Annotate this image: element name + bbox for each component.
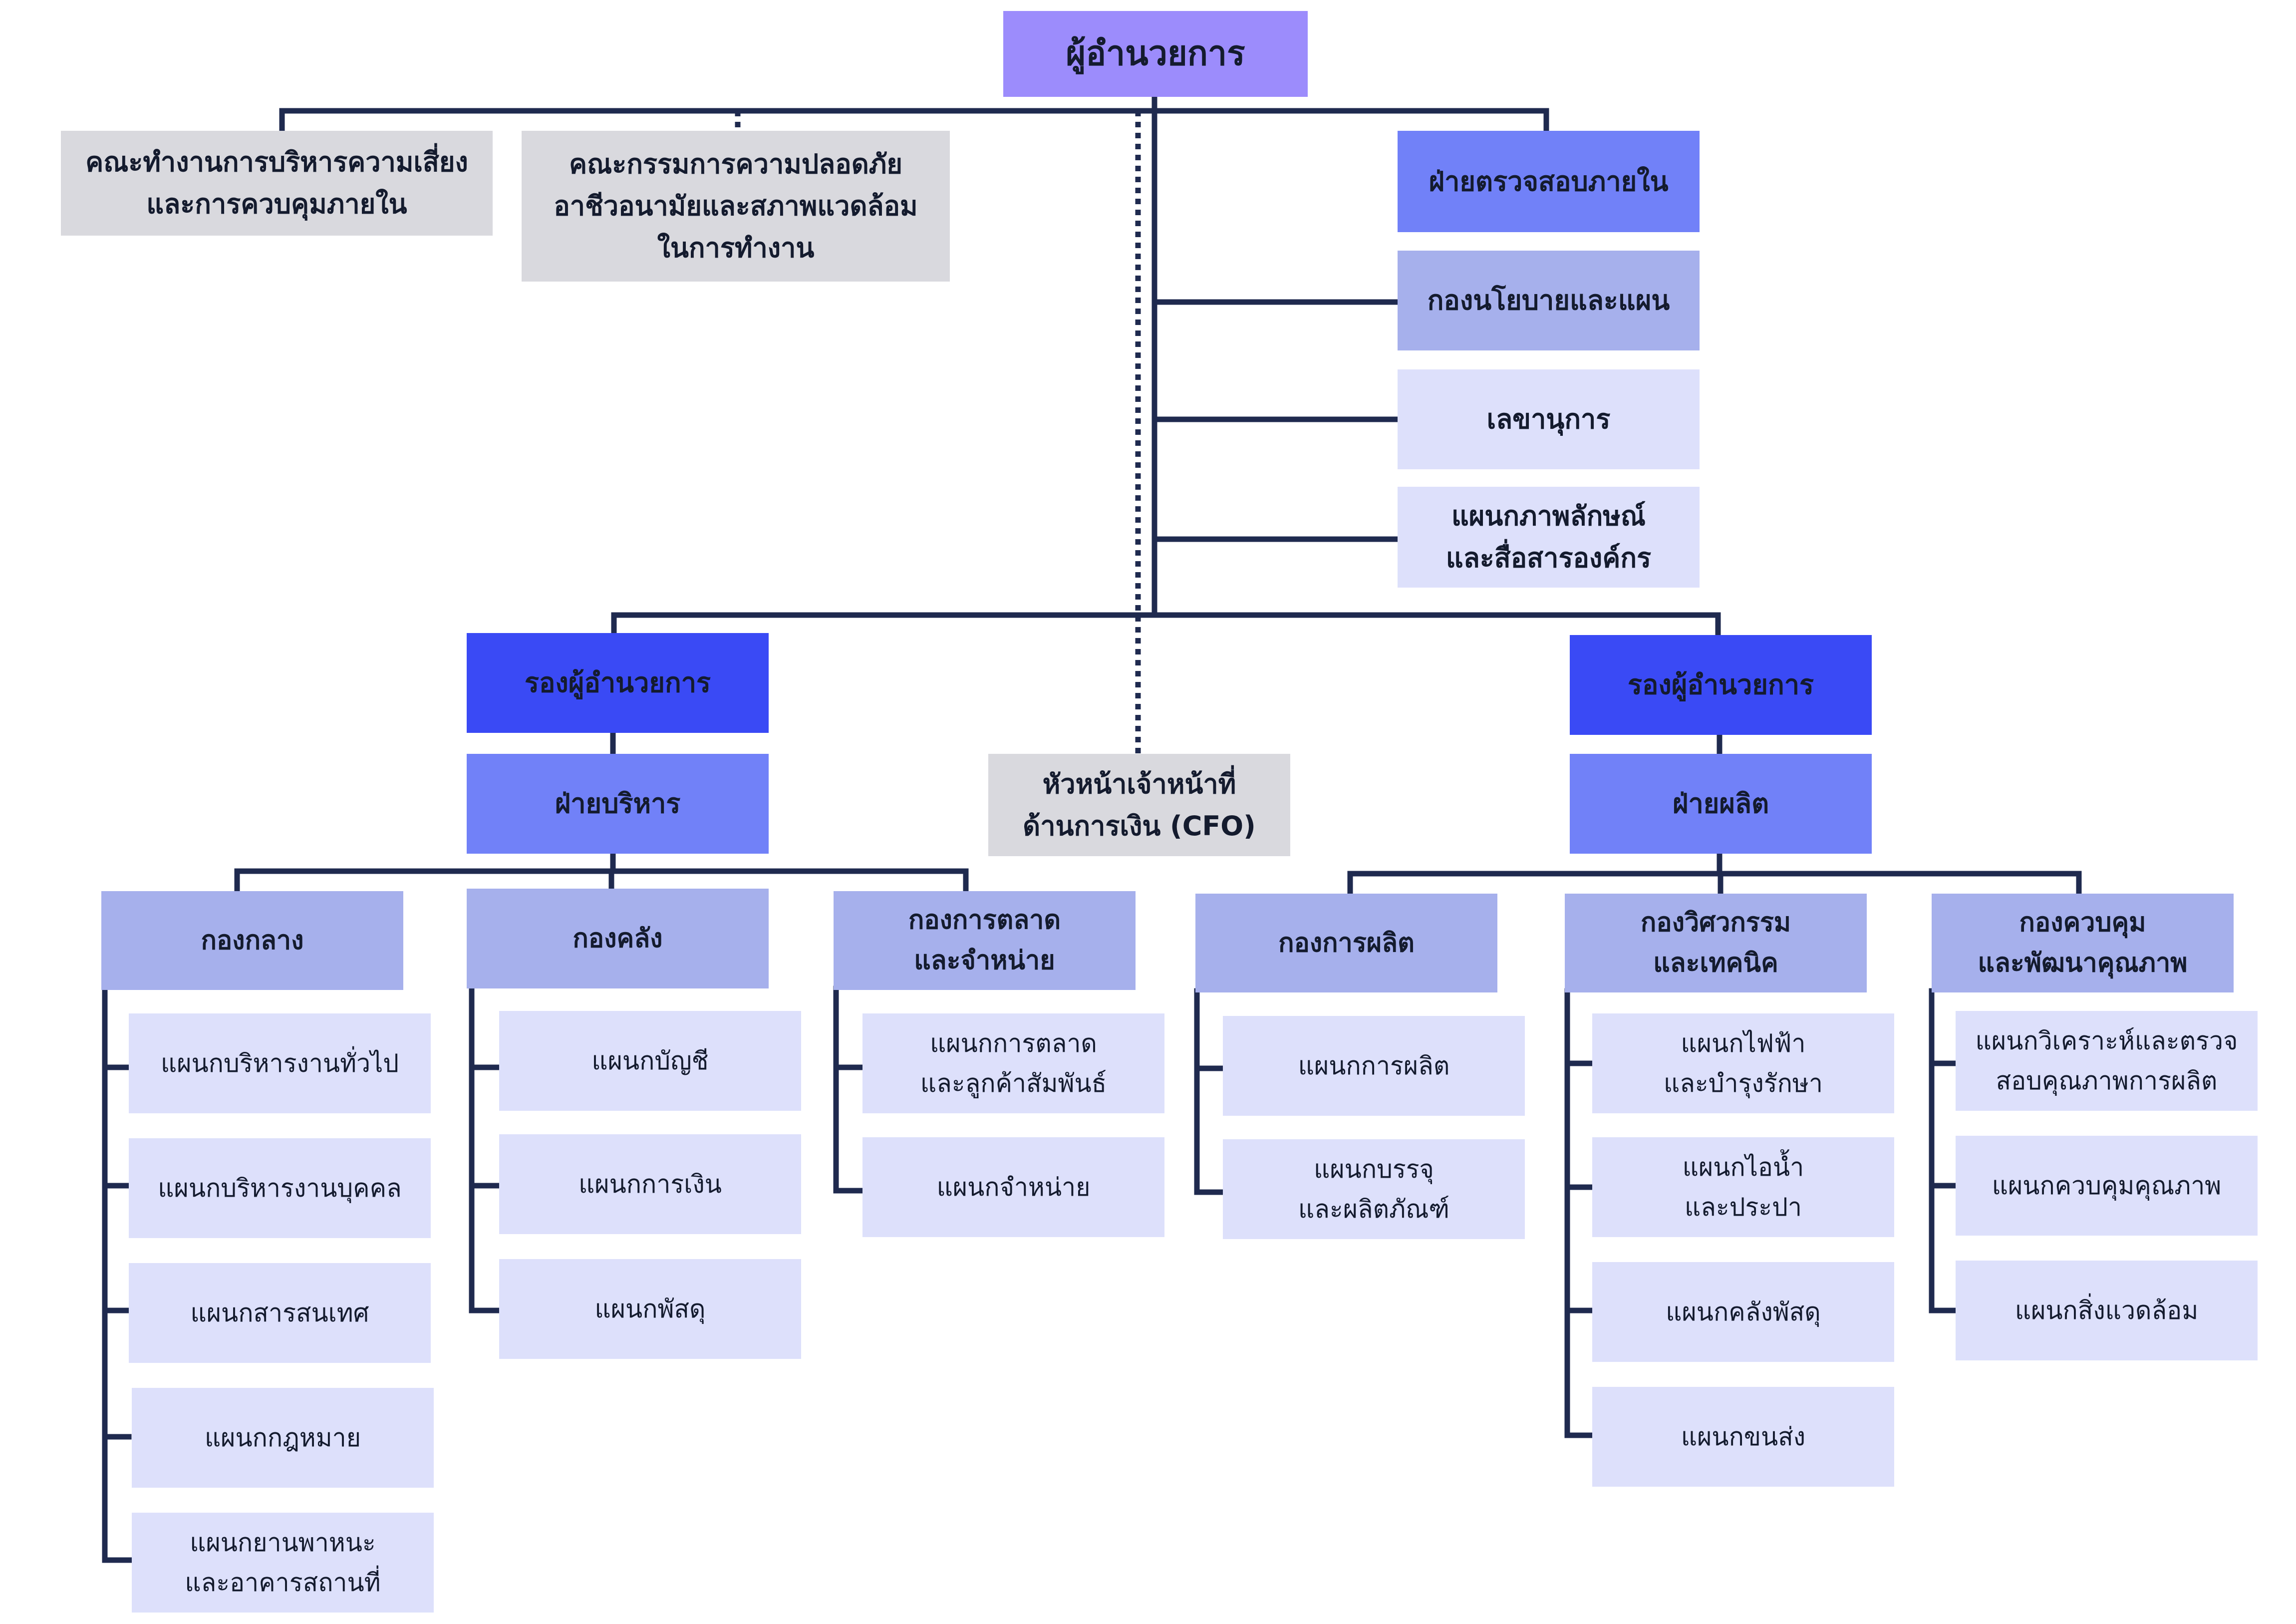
section-distribution-label: แผนกจำหน่าย bbox=[936, 1173, 1091, 1202]
section-personnel-label: แผนกบริหารงานบุคคล bbox=[158, 1174, 402, 1203]
division-marketing: กองการตลาด และจำหน่าย bbox=[834, 891, 1136, 990]
admin-department-label: ฝ่ายบริหาร bbox=[555, 788, 681, 820]
section-finance: แผนกการเงิน bbox=[499, 1134, 801, 1234]
section-legal: แผนกกฎหมาย bbox=[132, 1388, 434, 1488]
corporate-image-line-1: แผนกภาพลักษณ์ bbox=[1451, 500, 1646, 532]
policy-plan-label: กองนโยบายและแผน bbox=[1427, 285, 1670, 317]
division-marketing-line-1: กองการตลาด bbox=[908, 905, 1061, 936]
section-supplies-label: แผนกพัสดุ bbox=[594, 1295, 706, 1323]
right-deputy-director-box: รองผู้อำนวยการ bbox=[1570, 635, 1872, 735]
section-vehicles-line-1: แผนกยานพาหนะ bbox=[190, 1528, 376, 1557]
division-engineering-line-1: กองวิศวกรรม bbox=[1640, 908, 1791, 938]
section-quality-control-label: แผนกควบคุมคุณภาพ bbox=[1992, 1171, 2222, 1200]
section-quality-control: แผนกควบคุมคุณภาพ bbox=[1956, 1136, 2258, 1236]
director-title: ผู้อำนวยการ bbox=[1066, 33, 1245, 73]
section-production-label: แผนกการผลิต bbox=[1298, 1051, 1450, 1080]
section-marketing-crm-line-2: และลูกค้าสัมพันธ์ bbox=[920, 1069, 1107, 1098]
section-general-admin-label: แผนกบริหารงานทั่วไป bbox=[160, 1049, 399, 1078]
section-vehicles-buildings: แผนกยานพาหนะ และอาคารสถานที่ bbox=[132, 1513, 434, 1613]
section-supplies: แผนกพัสดุ bbox=[499, 1259, 801, 1359]
secretary-label: เลขานุการ bbox=[1486, 403, 1611, 435]
section-packaging: แผนกบรรจุ และผลิตภัณฑ์ bbox=[1223, 1139, 1525, 1239]
risk-committee-line-2: และการควบคุมภายใน bbox=[146, 188, 407, 220]
division-quality-line-1: กองควบคุม bbox=[2019, 908, 2146, 938]
left-deputy-director-label: รองผู้อำนวยการ bbox=[524, 667, 711, 699]
risk-committee-box: คณะทำงานการบริหารความเสี่ยง และการควบคุม… bbox=[61, 131, 493, 236]
left-deputy-director-box: รองผู้อำนวยการ bbox=[467, 633, 769, 733]
section-steam-water: แผนกไอน้ำ และประปา bbox=[1592, 1137, 1894, 1237]
section-steam-water-line-2: และประปา bbox=[1684, 1193, 1802, 1222]
section-finance-label: แผนกการเงิน bbox=[578, 1170, 722, 1199]
section-transport: แผนกขนส่ง bbox=[1592, 1387, 1894, 1487]
section-information-label: แผนกสารสนเทศ bbox=[190, 1299, 369, 1327]
section-quality-analysis: แผนกวิเคราะห์และตรวจ สอบคุณภาพการผลิต bbox=[1956, 1011, 2258, 1111]
section-transport-label: แผนกขนส่ง bbox=[1681, 1422, 1806, 1451]
policy-plan-box: กองนโยบายและแผน bbox=[1398, 251, 1700, 350]
division-production-label: กองการผลิต bbox=[1278, 928, 1415, 958]
section-legal-label: แผนกกฎหมาย bbox=[204, 1423, 361, 1452]
division-engineering: กองวิศวกรรม และเทคนิค bbox=[1565, 894, 1867, 992]
internal-audit-label: ฝ่ายตรวจสอบภายใน bbox=[1429, 165, 1669, 197]
section-accounting-label: แผนกบัญชี bbox=[591, 1046, 709, 1075]
section-steam-water-line-1: แผนกไอน้ำ bbox=[1682, 1153, 1804, 1182]
section-electrical-line-1: แผนกไฟฟ้า bbox=[1681, 1029, 1806, 1058]
section-quality-analysis-line-1: แผนกวิเคราะห์และตรวจ bbox=[1975, 1026, 2238, 1055]
division-production: กองการผลิต bbox=[1195, 894, 1497, 992]
section-electrical: แผนกไฟฟ้า และบำรุงรักษา bbox=[1592, 1013, 1894, 1113]
division-quality: กองควบคุม และพัฒนาคุณภาพ bbox=[1932, 894, 2234, 992]
division-finance: กองคลัง bbox=[467, 889, 769, 988]
section-marketing-crm-line-1: แผนกการตลาด bbox=[930, 1029, 1097, 1058]
corporate-image-box: แผนกภาพลักษณ์ และสื่อสารองค์กร bbox=[1398, 487, 1700, 588]
section-production: แผนกการผลิต bbox=[1223, 1016, 1525, 1116]
section-packaging-line-2: และผลิตภัณฑ์ bbox=[1298, 1195, 1449, 1224]
cfo-line-1: หัวหน้าเจ้าหน้าที่ bbox=[1042, 768, 1236, 800]
section-accounting: แผนกบัญชี bbox=[499, 1011, 801, 1111]
risk-committee-line-1: คณะทำงานการบริหารความเสี่ยง bbox=[85, 146, 468, 178]
section-general-admin: แผนกบริหารงานทั่วไป bbox=[129, 1013, 431, 1113]
division-general-affairs: กองกลาง bbox=[101, 891, 403, 990]
section-environment: แผนกสิ่งแวดล้อม bbox=[1956, 1261, 2258, 1360]
division-engineering-line-2: และเทคนิค bbox=[1653, 948, 1778, 978]
right-deputy-director-label: รองผู้อำนวยการ bbox=[1627, 669, 1814, 701]
production-department-label: ฝ่ายผลิต bbox=[1672, 788, 1769, 820]
division-finance-label: กองคลัง bbox=[573, 923, 663, 954]
internal-audit-box: ฝ่ายตรวจสอบภายใน bbox=[1398, 131, 1700, 232]
production-department-box: ฝ่ายผลิต bbox=[1570, 754, 1872, 854]
section-warehouse-label: แผนกคลังพัสดุ bbox=[1666, 1298, 1821, 1326]
section-warehouse: แผนกคลังพัสดุ bbox=[1592, 1262, 1894, 1362]
section-vehicles-line-2: และอาคารสถานที่ bbox=[185, 1568, 381, 1597]
safety-committee-line-2: อาชีวอนามัยและสภาพแวดล้อม bbox=[554, 190, 918, 222]
cfo-line-2: ด้านการเงิน (CFO) bbox=[1023, 810, 1256, 842]
admin-department-box: ฝ่ายบริหาร bbox=[467, 754, 769, 854]
section-packaging-line-1: แผนกบรรจุ bbox=[1314, 1155, 1434, 1184]
safety-committee-box: คณะกรรมการความปลอดภัย อาชีวอนามัยและสภาพ… bbox=[522, 131, 950, 282]
cfo-box: หัวหน้าเจ้าหน้าที่ ด้านการเงิน (CFO) bbox=[988, 754, 1290, 856]
section-quality-analysis-line-2: สอบคุณภาพการผลิต bbox=[1996, 1066, 2218, 1095]
corporate-image-line-2: และสื่อสารองค์กร bbox=[1445, 542, 1652, 574]
section-marketing-crm: แผนกการตลาด และลูกค้าสัมพันธ์ bbox=[862, 1013, 1164, 1113]
section-personnel: แผนกบริหารงานบุคคล bbox=[129, 1138, 431, 1238]
safety-committee-line-3: ในการทำงาน bbox=[657, 232, 815, 264]
division-marketing-line-2: และจำหน่าย bbox=[914, 946, 1055, 975]
section-environment-label: แผนกสิ่งแวดล้อม bbox=[2014, 1296, 2199, 1325]
director-box: ผู้อำนวยการ bbox=[1003, 11, 1308, 97]
section-electrical-line-2: และบำรุงรักษา bbox=[1664, 1069, 1823, 1098]
safety-committee-line-1: คณะกรรมการความปลอดภัย bbox=[569, 148, 902, 180]
section-information: แผนกสารสนเทศ bbox=[129, 1263, 431, 1363]
division-general-affairs-label: กองกลาง bbox=[201, 925, 304, 956]
division-quality-line-2: และพัฒนาคุณภาพ bbox=[1978, 948, 2188, 978]
secretary-box: เลขานุการ bbox=[1398, 369, 1700, 469]
section-distribution: แผนกจำหน่าย bbox=[862, 1137, 1164, 1237]
